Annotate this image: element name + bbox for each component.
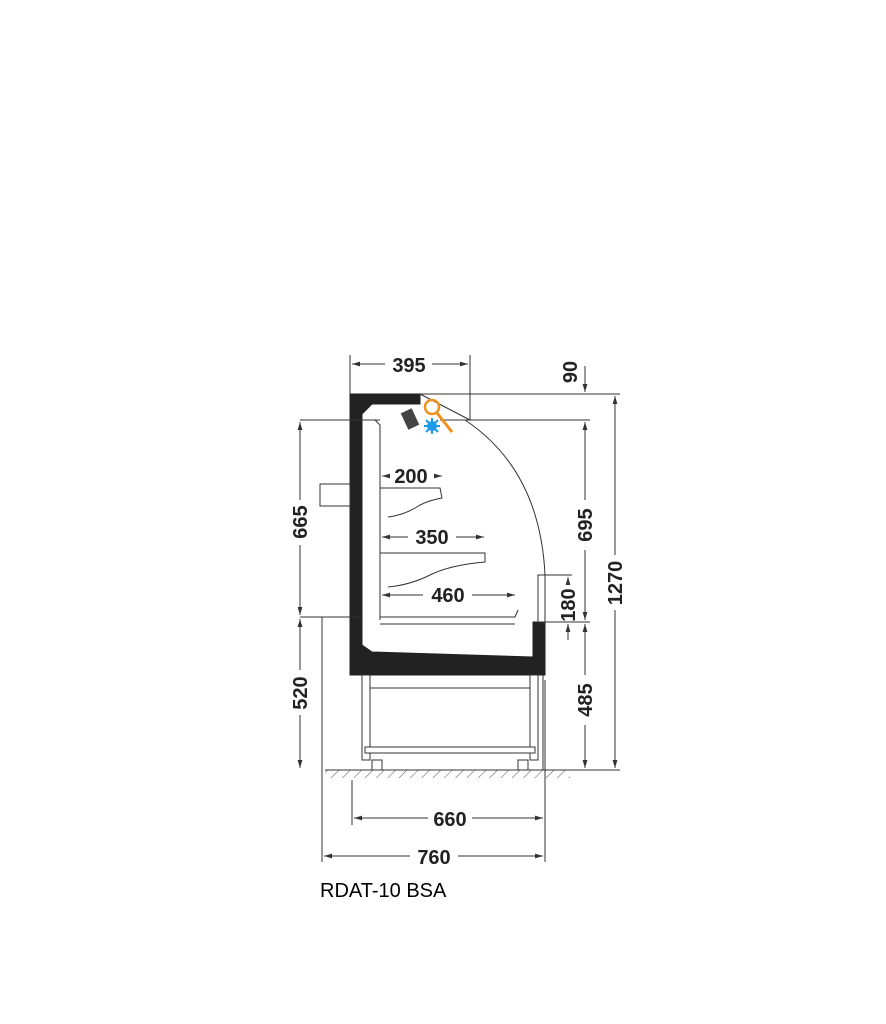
curved-glass bbox=[464, 419, 546, 576]
dim-canopy-depth: 395 bbox=[392, 355, 425, 377]
light-icon bbox=[423, 398, 454, 433]
dim-glass-height: 695 bbox=[575, 508, 597, 541]
dim-base-height-right: 485 bbox=[575, 683, 597, 716]
dim-top-offset: 90 bbox=[560, 361, 582, 383]
dim-total-depth: 760 bbox=[417, 847, 450, 869]
dim-front-height: 180 bbox=[558, 588, 580, 621]
dim-shelf-middle: 350 bbox=[415, 527, 448, 549]
dim-shelf-bottom: 460 bbox=[431, 585, 464, 607]
extension-lines bbox=[300, 355, 620, 862]
dim-shelf-top: 200 bbox=[394, 466, 427, 488]
shelves bbox=[380, 487, 519, 625]
dim-body-depth: 660 bbox=[433, 809, 466, 831]
model-label: RDAT-10 BSA bbox=[320, 880, 447, 902]
dim-total-height: 1270 bbox=[605, 561, 627, 606]
dim-display-height: 665 bbox=[290, 505, 312, 538]
dim-base-height-left: 520 bbox=[290, 676, 312, 709]
floor bbox=[325, 769, 570, 778]
snowflake-icon bbox=[424, 418, 440, 434]
stand bbox=[361, 674, 544, 771]
dimension-lines bbox=[297, 361, 618, 859]
